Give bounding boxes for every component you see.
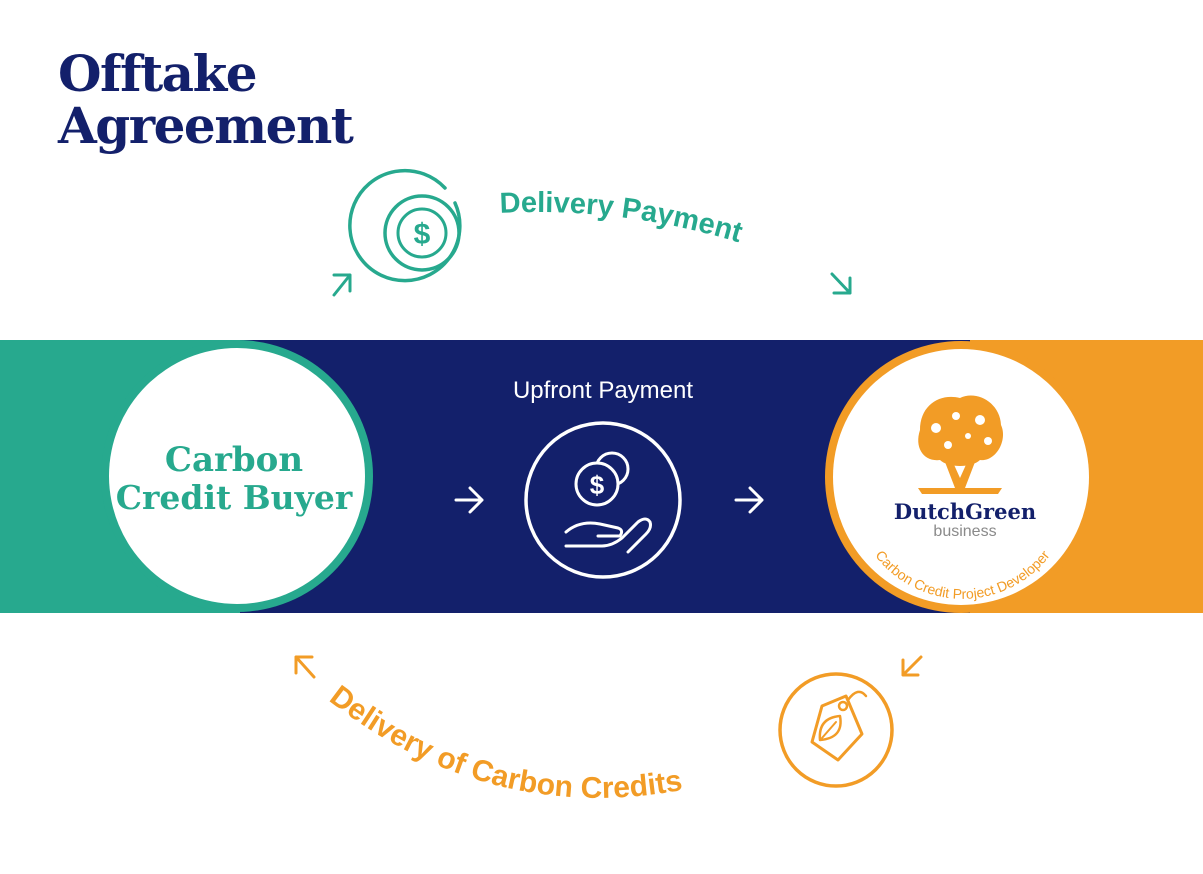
leaf-tag-icon — [778, 672, 894, 788]
arrow-right-icon — [734, 486, 764, 514]
logo-subtitle: business — [933, 523, 996, 540]
arrow-right-icon — [454, 486, 484, 514]
arrow-up-right-icon — [332, 273, 352, 297]
page-title: Offtake Agreement — [58, 44, 354, 155]
title-line-2: Agreement — [58, 96, 354, 155]
dollar-coin-icon: $ — [348, 168, 462, 283]
logo-name: DutchGreen — [894, 499, 1036, 524]
buyer-circle — [109, 348, 365, 604]
hand-coins-icon: $ — [524, 421, 682, 579]
arrow-down-left-icon — [901, 655, 923, 677]
delivery-credits-label: Delivery of Carbon Credits — [324, 679, 685, 805]
buyer-label-line-2: Credit Buyer — [116, 478, 353, 517]
buyer-label-line-1: Carbon — [165, 440, 303, 480]
svg-text:$: $ — [414, 218, 431, 251]
delivery-payment-label: Delivery Payment — [499, 187, 746, 249]
delivery-credits-text: Delivery of Carbon Credits — [324, 679, 685, 805]
svg-text:$: $ — [590, 470, 605, 500]
title-line-1: Offtake — [58, 44, 258, 103]
arrow-down-right-icon — [830, 272, 852, 295]
tree-logo-icon — [918, 395, 1004, 494]
upfront-payment-label: Upfront Payment — [513, 377, 693, 404]
delivery-payment-text: Delivery Payment — [499, 187, 746, 249]
arrow-up-left-icon — [294, 655, 316, 679]
